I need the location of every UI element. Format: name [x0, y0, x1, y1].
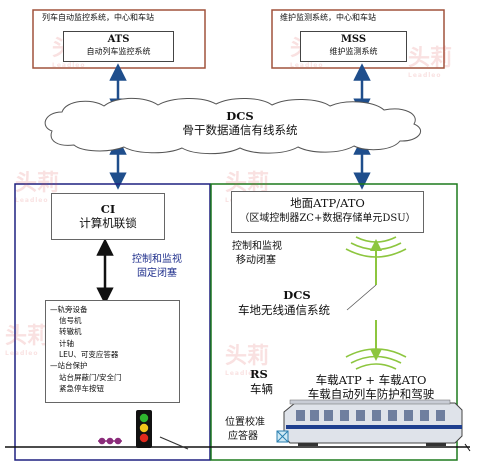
track-mark-1 — [464, 443, 471, 452]
list-item: —轨旁设备 — [50, 305, 88, 314]
ground-atp-title: 地面ATP/ATO — [290, 196, 365, 210]
balise-icon — [276, 430, 289, 443]
atp-control-line2: 移动闭塞 — [236, 255, 276, 266]
wireless-subtitle: 车地无线通信系统 — [238, 303, 330, 317]
radio-waves-train — [345, 348, 407, 370]
mss-zone-title: 维护监测系统，中心和车站 — [280, 13, 376, 22]
ci-frame — [14, 183, 211, 461]
switch-diverging-line — [159, 436, 189, 450]
list-item: LEU、可变应答器 — [59, 350, 119, 359]
switch-machine-icon — [98, 437, 122, 445]
mss-box: MSS 维护监测系统 — [300, 31, 407, 62]
backbone-title: DCS — [226, 109, 254, 123]
ci-subtitle: 计算机联锁 — [79, 216, 137, 230]
onboard-title: 车载ATP + 车载ATO — [315, 373, 427, 387]
backbone-cloud — [44, 97, 421, 155]
backbone-subtitle: 骨干数据通信有线系统 — [182, 123, 298, 137]
wireless-title: DCS — [283, 288, 311, 302]
train-icon — [283, 399, 463, 446]
ci-box: CI 计算机联锁 — [51, 193, 165, 240]
atp-frame — [210, 183, 458, 461]
balise-label-line1: 位置校准 — [225, 417, 265, 428]
list-item: 站台屏蔽门/安全门 — [59, 373, 122, 382]
list-item: 转辙机 — [59, 327, 82, 336]
ci-title: CI — [100, 202, 116, 216]
atp-control-line1: 控制和监视 — [232, 241, 282, 252]
wireless-leader — [346, 284, 377, 311]
list-item: 紧急停车按钮 — [59, 384, 104, 393]
list-item: 信号机 — [59, 316, 82, 325]
rs-subtitle: 车辆 — [250, 382, 273, 396]
signal-yellow-light — [139, 423, 149, 433]
list-item: 计轴 — [59, 339, 74, 348]
signal-red-light — [139, 433, 149, 443]
ci-control-line1: 控制和监视 — [132, 254, 182, 265]
rs-title: RS — [250, 367, 268, 381]
onboard-subtitle: 车载自动列车防护和驾驶 — [307, 387, 435, 401]
mss-box-title: MSS — [340, 34, 367, 45]
mss-box-subtitle: 维护监测系统 — [329, 47, 378, 56]
list-item: —站台保护 — [50, 361, 88, 370]
ats-box: ATS 自动列车监控系统 — [63, 31, 174, 62]
ground-atp-subtitle: （区域控制器ZC+数据存储单元DSU） — [239, 213, 416, 224]
ground-atp-box: 地面ATP/ATO （区域控制器ZC+数据存储单元DSU） — [231, 191, 424, 233]
signal-green-light — [139, 413, 149, 423]
ats-box-title: ATS — [107, 34, 130, 45]
radio-waves-ground — [345, 236, 407, 258]
trackside-equipment-list: —轨旁设备 信号机 转辙机 计轴 LEU、可变应答器 —站台保护 站台屏蔽门/安… — [45, 300, 180, 403]
balise-label-line2: 应答器 — [228, 431, 258, 442]
ats-box-subtitle: 自动列车监控系统 — [86, 47, 151, 56]
ats-zone-title: 列车自动监控系统，中心和车站 — [42, 13, 154, 22]
ci-control-line2: 固定闭塞 — [137, 268, 177, 279]
